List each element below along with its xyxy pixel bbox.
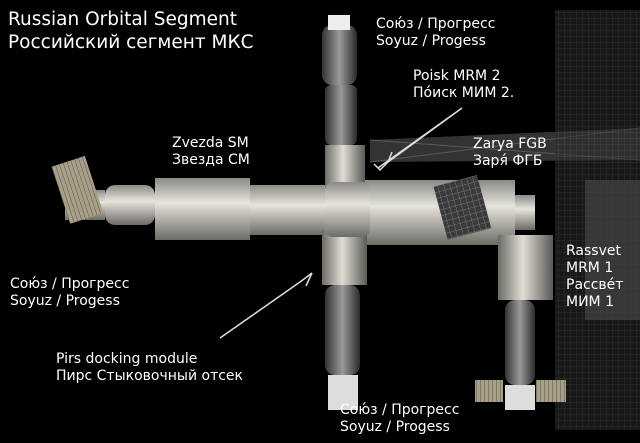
label-ru: Сою́з / Прогресс xyxy=(340,402,460,418)
label-en-code: MRM 1 xyxy=(566,260,614,276)
label-en: Poisk MRM 2 xyxy=(413,68,501,84)
label-ru: Пирс Стыковочный отсек xyxy=(56,368,243,384)
label-zarya: Zarya FGB Заря́ ФГБ xyxy=(473,136,547,170)
label-en: Soyuz / Progess xyxy=(376,33,486,49)
label-ru: Заря́ ФГБ xyxy=(473,153,543,169)
poisk-arrow xyxy=(373,107,463,172)
label-soyuz-left: Сою́з / Прогресс Soyuz / Progess xyxy=(10,276,129,310)
label-rassvet: Rassvet MRM 1 Рассве́т МИМ 1 xyxy=(566,243,623,311)
label-ru: Сою́з / Прогресс xyxy=(10,276,130,292)
label-ru: Звезда СМ xyxy=(172,152,250,168)
label-pirs: Pirs docking module Пирс Стыковочный отс… xyxy=(56,351,243,385)
diagram-title: Russian Orbital Segment Российский сегме… xyxy=(8,8,254,54)
title-en: Russian Orbital Segment xyxy=(8,9,238,30)
rassvet-and-soyuz xyxy=(475,235,566,410)
label-en: Zarya FGB xyxy=(473,136,547,152)
label-ru: Сою́з / Прогресс xyxy=(376,16,496,32)
horizontal-stack xyxy=(51,155,535,245)
vertical-stack xyxy=(322,15,370,410)
label-soyuz-top: Сою́з / Прогресс Soyuz / Progess xyxy=(376,16,495,50)
label-en: Pirs docking module xyxy=(56,351,198,367)
label-zvezda: Zvezda SM Звезда СМ xyxy=(172,135,250,169)
title-ru: Российский сегмент МКС xyxy=(8,32,254,53)
label-soyuz-bottom: Сою́з / Прогресс Soyuz / Progess xyxy=(340,402,459,436)
label-en: Soyuz / Progess xyxy=(340,419,450,435)
label-en: Soyuz / Progess xyxy=(10,293,120,309)
label-poisk: Poisk MRM 2 По́иск МИМ 2. xyxy=(413,68,514,102)
label-en: Rassvet xyxy=(566,243,621,259)
background-truss xyxy=(369,10,640,430)
pirs-arrow xyxy=(219,272,313,339)
label-ru-code: МИМ 1 xyxy=(566,294,614,310)
label-en: Zvezda SM xyxy=(172,135,249,151)
label-ru: Рассве́т xyxy=(566,277,624,293)
label-ru: По́иск МИМ 2. xyxy=(413,85,515,101)
